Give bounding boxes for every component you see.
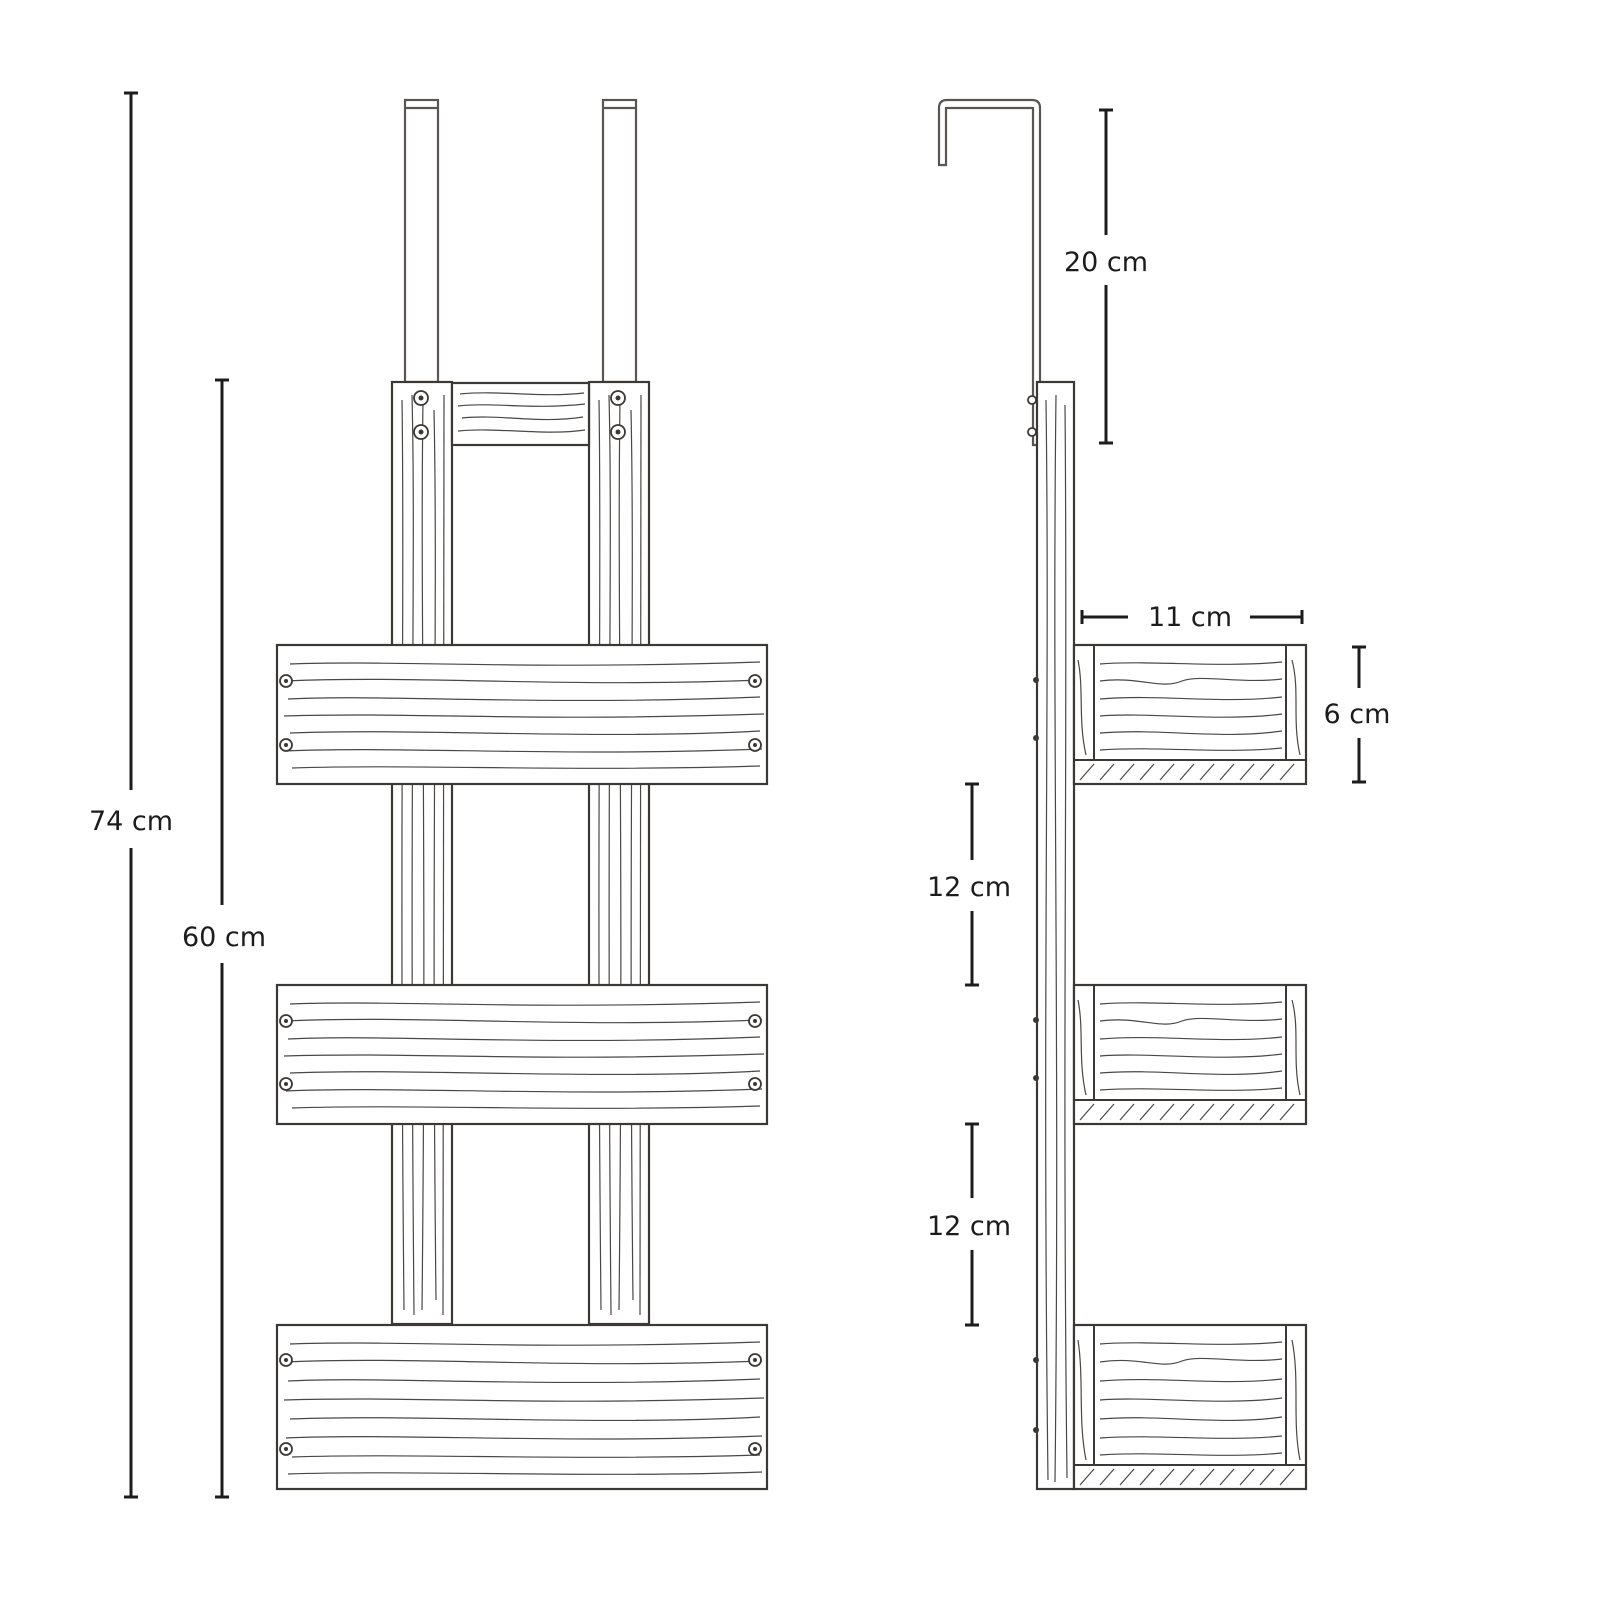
total-height-label: 74 cm (89, 806, 173, 837)
spacing-lower-label: 12 cm (927, 1211, 1011, 1242)
dimension-74cm: 74 cm (89, 91, 173, 1499)
side-shelf-2 (1072, 983, 1308, 1126)
side-view: 20 cm 11 cm 6 cm 12 cm (927, 98, 1391, 1491)
front-hook-bars (403, 98, 638, 384)
shelf-height-label: 6 cm (1324, 699, 1391, 730)
dimension-11cm: 11 cm (1080, 602, 1304, 633)
front-top-brace (450, 381, 591, 447)
spacing-upper-label: 12 cm (927, 872, 1011, 903)
side-shelf-1 (1072, 643, 1308, 786)
front-left-rail (390, 380, 454, 1326)
dimension-60cm: 60 cm (182, 378, 266, 1499)
front-top-screws (413, 390, 626, 440)
front-view: 74 cm 60 cm (89, 91, 769, 1499)
hook-length-label: 20 cm (1064, 247, 1148, 278)
front-shelf-2 (275, 983, 769, 1126)
front-right-rail (587, 380, 651, 1326)
side-back-board (1033, 380, 1076, 1491)
dimension-12cm-upper: 12 cm (927, 782, 1011, 987)
front-shelf-1 (275, 643, 769, 786)
body-height-label: 60 cm (182, 922, 266, 953)
dimension-12cm-lower: 12 cm (927, 1122, 1011, 1327)
front-shelf-3 (275, 1323, 769, 1491)
dimension-20cm: 20 cm (1064, 108, 1148, 445)
shelf-depth-label: 11 cm (1148, 602, 1232, 633)
side-shelf-3 (1072, 1323, 1308, 1491)
side-hook (937, 98, 1042, 447)
dimension-6cm: 6 cm (1324, 645, 1391, 784)
